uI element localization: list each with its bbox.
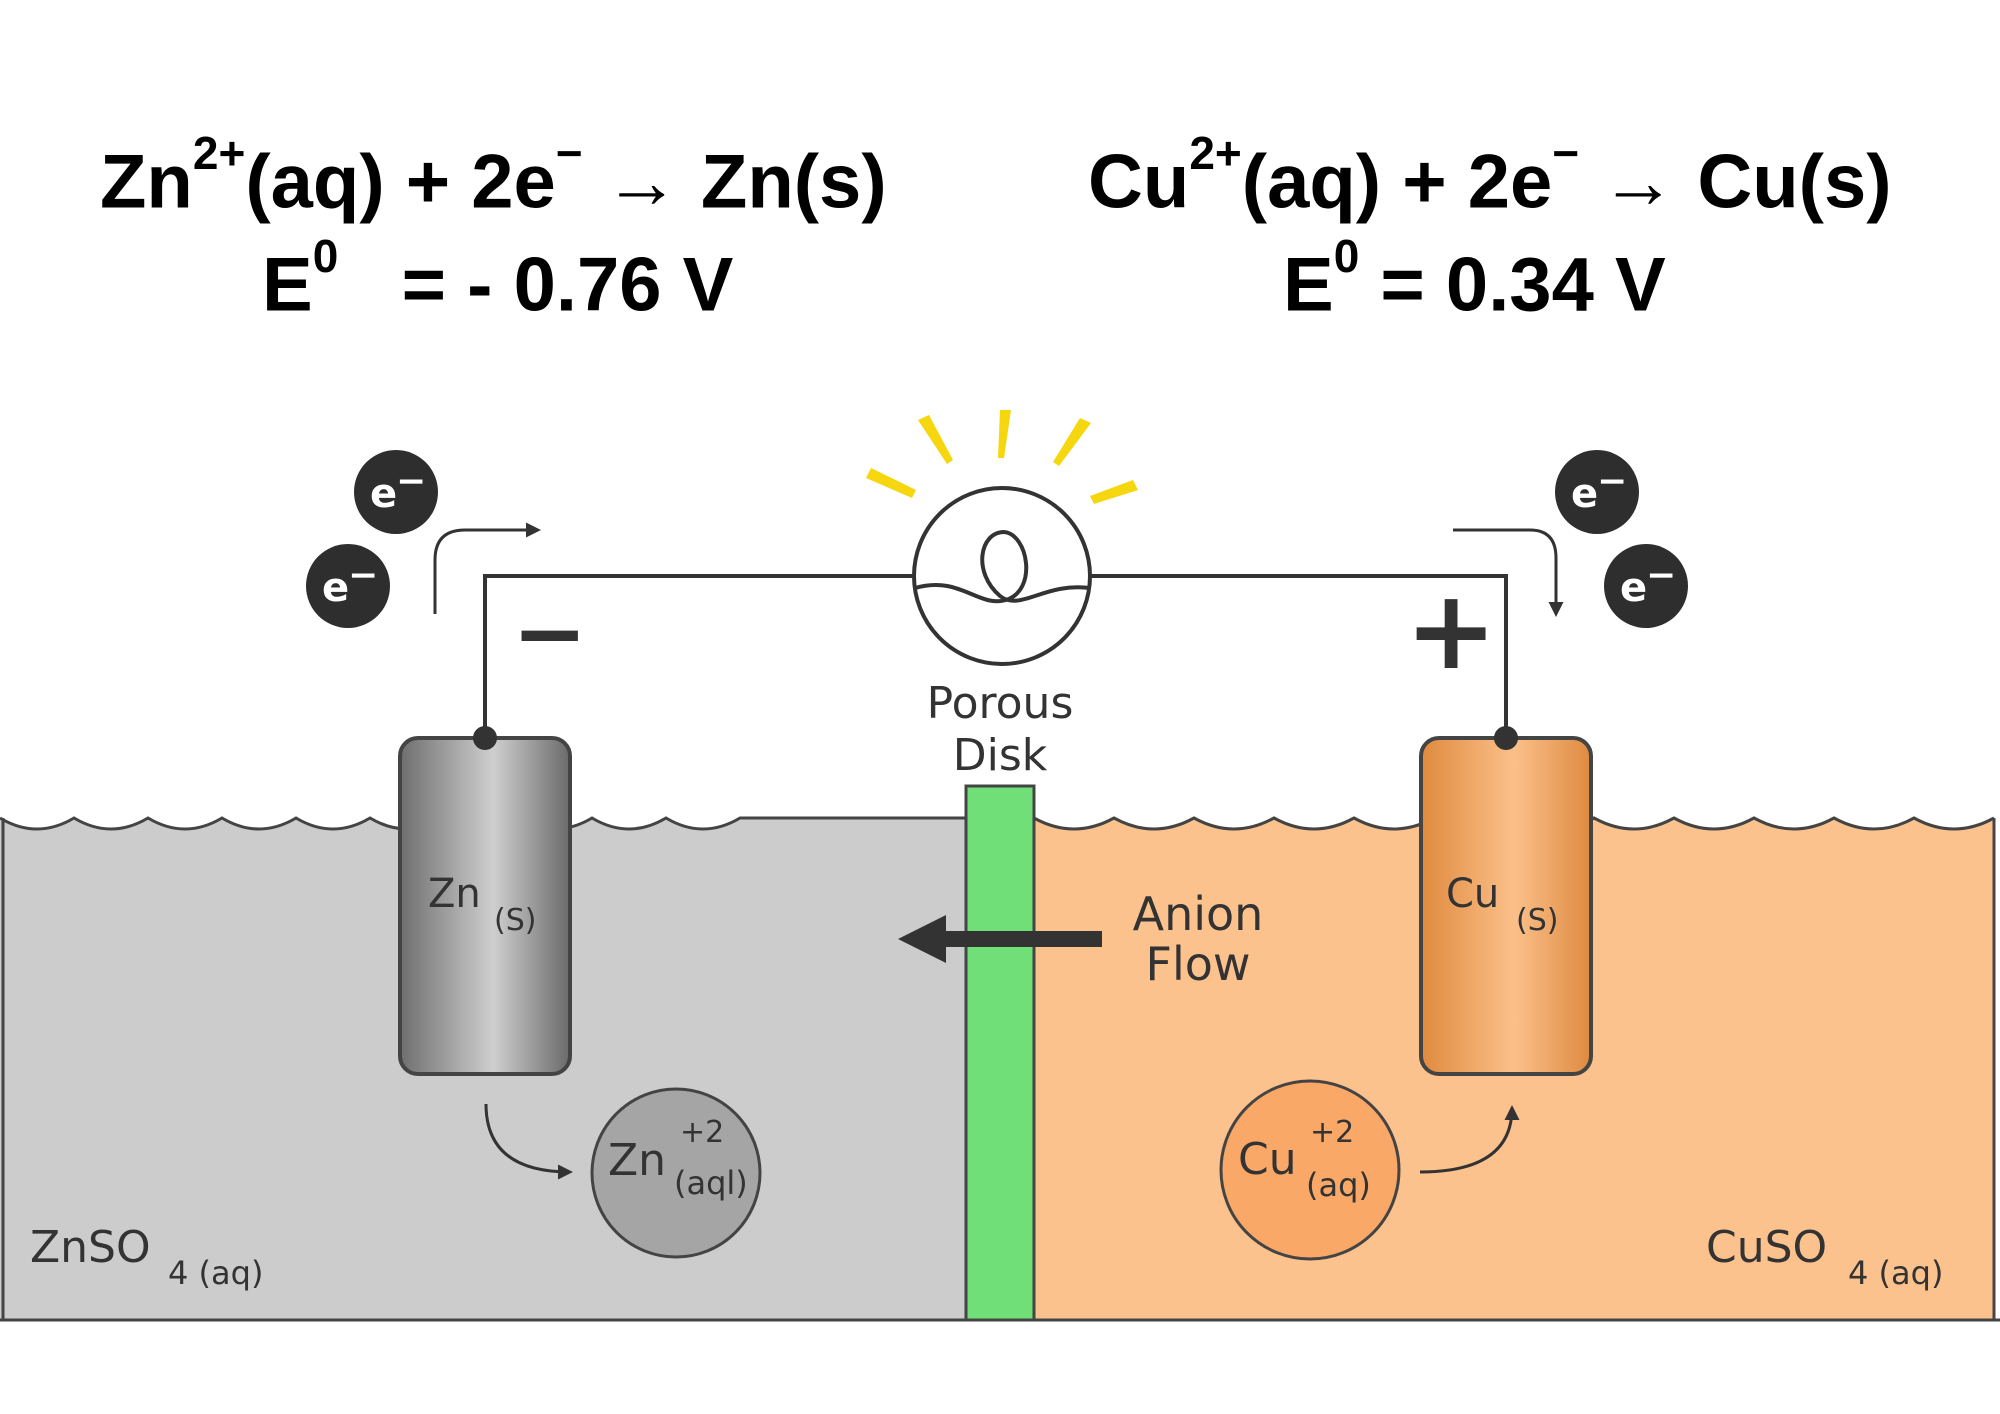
zinc-species: Zn: [100, 139, 193, 225]
zinc-e0-symbol: E: [262, 242, 313, 328]
electron-symbol: e: [1571, 471, 1598, 517]
electron-badge: e −: [1604, 544, 1688, 628]
zinc-solution-formula: ZnSO: [30, 1222, 151, 1273]
zinc-electrode: [398, 736, 572, 1076]
copper-reactant-rest: (aq) + 2e: [1241, 139, 1553, 225]
zinc-ion-state: (aql): [674, 1164, 748, 1202]
copper-ion: [1219, 1079, 1401, 1261]
zinc-ion-charge: +2: [680, 1115, 724, 1150]
zinc-wire-junction: [473, 726, 497, 750]
copper-ion-deposit-arrow: [1419, 1105, 1520, 1174]
external-wire-left: [483, 574, 915, 738]
zinc-product: → Zn(s): [603, 139, 887, 225]
copper-ion-symbol: Cu: [1238, 1134, 1297, 1185]
electron-symbol: e: [1620, 565, 1647, 611]
zinc-half-reaction: Zn2+(aq) + 2e− → Zn(s): [100, 130, 887, 220]
copper-electrode-state: (S): [1516, 903, 1558, 938]
electron-charge: −: [1597, 461, 1627, 502]
electron-badge: e −: [354, 450, 438, 534]
positive-terminal: +: [1405, 566, 1497, 694]
electron-badge: e −: [306, 544, 390, 628]
electron-charge: −: [396, 461, 426, 502]
copper-e0-sup: 0: [1333, 230, 1360, 282]
electron-flow-arrow-right: [1453, 528, 1564, 617]
copper-electron-charge: −: [1552, 127, 1580, 179]
electron-charge: −: [348, 555, 378, 596]
zinc-ion: [590, 1087, 762, 1259]
copper-charge: 2+: [1189, 127, 1242, 179]
anion-flow-label-line2: Flow: [1145, 937, 1250, 991]
copper-solution-formula: CuSO: [1706, 1222, 1827, 1273]
anion-flow-arrow: [898, 915, 1102, 963]
copper-electrode-symbol: Cu: [1446, 871, 1499, 917]
zinc-standard-potential: E0 = - 0.76 V: [262, 233, 733, 323]
electron-badge: e −: [1555, 450, 1639, 534]
zinc-e0-value: = - 0.76 V: [401, 242, 734, 328]
copper-ion-charge: +2: [1310, 1115, 1354, 1150]
zinc-electrode-symbol: Zn: [428, 871, 481, 917]
copper-half-reaction: Cu2+(aq) + 2e− → Cu(s): [1088, 130, 1892, 220]
zinc-charge: 2+: [192, 127, 246, 179]
zinc-ion-release-arrow: [484, 1103, 573, 1180]
zinc-e0-sup: 0: [312, 230, 339, 282]
external-wire-right: [1090, 574, 1508, 738]
zinc-ion-symbol: Zn: [608, 1135, 666, 1186]
copper-standard-potential: E0 = 0.34 V: [1283, 233, 1666, 323]
copper-e0-symbol: E: [1283, 242, 1334, 328]
porous-disk: [964, 784, 1036, 1322]
zinc-solution-subscript: 4 (aq): [168, 1254, 263, 1292]
copper-wire-junction: [1494, 726, 1518, 750]
copper-species: Cu: [1088, 139, 1190, 225]
electron-flow-arrow-left: [433, 522, 541, 614]
copper-e0-value: = 0.34 V: [1380, 242, 1666, 328]
anion-flow-label-line1: Anion: [1133, 887, 1264, 941]
porous-disk-label-line1: Porous: [927, 678, 1074, 729]
zinc-electron-charge: −: [555, 127, 583, 179]
negative-terminal: −: [512, 581, 587, 686]
copper-ion-state: (aq): [1306, 1166, 1371, 1204]
electron-symbol: e: [322, 565, 349, 611]
bulb-rays: [866, 410, 1138, 504]
zinc-electrode-state: (S): [494, 903, 536, 938]
copper-solution-subscript: 4 (aq): [1848, 1254, 1943, 1292]
copper-product: → Cu(s): [1600, 139, 1892, 225]
electron-symbol: e: [370, 471, 397, 517]
electron-charge: −: [1646, 555, 1676, 596]
zinc-reactant-rest: (aq) + 2e: [245, 139, 556, 225]
porous-disk-label-line2: Disk: [953, 730, 1048, 781]
light-bulb: [912, 486, 1092, 666]
